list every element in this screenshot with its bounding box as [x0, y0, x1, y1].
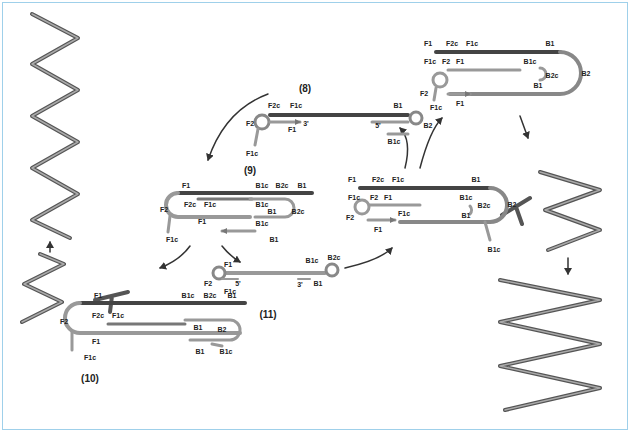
sequence-label: F1c — [83, 354, 97, 362]
sequence-label: F1c — [391, 176, 405, 184]
sequence-label: B1 — [545, 40, 556, 48]
sequence-label: 5' — [374, 122, 382, 130]
sequence-label: B1 — [269, 236, 280, 244]
sequence-label: F1c — [289, 102, 303, 110]
sequence-label: B1 — [313, 280, 324, 288]
sequence-label: B2c — [275, 182, 290, 190]
sequence-label: F2c — [445, 40, 459, 48]
sequence-label: F1 — [347, 176, 357, 184]
sequence-label: F1c — [397, 210, 411, 218]
frame — [2, 2, 628, 430]
sequence-label: F2 — [419, 90, 429, 98]
sequence-label: F2 — [369, 194, 379, 202]
sequence-label: F2c — [183, 201, 197, 209]
sequence-label: F2 — [59, 318, 69, 326]
sequence-label: B1 — [195, 348, 206, 356]
sequence-label: B2 — [423, 122, 434, 130]
sequence-label: B1 — [471, 176, 482, 184]
step-number: (9) — [243, 165, 257, 176]
sequence-label: F1c — [203, 201, 217, 209]
sequence-label: B1 — [393, 102, 404, 110]
sequence-label: 5' — [234, 280, 242, 288]
sequence-label: B1c — [459, 194, 474, 202]
sequence-label: F1 — [181, 182, 191, 190]
sequence-label: B1 — [297, 182, 308, 190]
sequence-label: F1c — [465, 40, 479, 48]
sequence-label: 3' — [302, 120, 310, 128]
sequence-label: F1 — [373, 226, 383, 234]
sequence-label: F1c — [165, 236, 179, 244]
sequence-label: F2c — [91, 312, 105, 320]
sequence-label: B1c — [255, 201, 270, 209]
sequence-label: F2 — [245, 120, 255, 128]
sequence-label: F2 — [441, 58, 451, 66]
sequence-label: F1c — [111, 312, 125, 320]
sequence-label: B2c — [291, 208, 306, 216]
sequence-label: B1c — [387, 138, 402, 146]
sequence-label: B2 — [507, 201, 518, 209]
sequence-label: B2c — [545, 72, 560, 80]
sequence-label: B2c — [477, 202, 492, 210]
step-number: (8) — [298, 83, 312, 94]
sequence-label: B1 — [461, 212, 472, 220]
sequence-label: F1c — [223, 288, 237, 296]
sequence-label: F1 — [223, 261, 233, 269]
sequence-label: B1 — [533, 82, 544, 90]
sequence-label: F1 — [423, 40, 433, 48]
sequence-label: F1c — [429, 104, 443, 112]
sequence-label: B1c — [255, 220, 270, 228]
sequence-label: B1c — [305, 257, 320, 265]
sequence-label: F2 — [159, 206, 169, 214]
sequence-label: B1c — [219, 348, 234, 356]
step-number: (11) — [258, 309, 277, 320]
sequence-label: F1 — [287, 126, 297, 134]
step-number: (10) — [80, 373, 100, 384]
sequence-label: F1 — [93, 292, 103, 300]
sequence-label: F1c — [423, 58, 437, 66]
sequence-label: B1c — [523, 58, 538, 66]
sequence-label: B1c — [181, 292, 196, 300]
sequence-label: B2c — [203, 292, 218, 300]
sequence-label: F2 — [203, 280, 213, 288]
sequence-label: F1c — [245, 150, 259, 158]
sequence-label: B1 — [267, 208, 278, 216]
sequence-label: F2c — [371, 176, 385, 184]
sequence-label: B2 — [581, 70, 592, 78]
sequence-label: F1 — [91, 338, 101, 346]
sequence-label: B1c — [487, 246, 502, 254]
sequence-label: F1 — [455, 100, 465, 108]
sequence-label: B2 — [217, 326, 228, 334]
sequence-label: B1 — [193, 324, 204, 332]
sequence-label: B2c — [327, 254, 342, 262]
sequence-label: 3' — [296, 281, 304, 289]
sequence-label: F2 — [345, 214, 355, 222]
sequence-label: F1 — [455, 58, 465, 66]
sequence-label: F1c — [347, 194, 361, 202]
sequence-label: F2c — [267, 102, 281, 110]
sequence-label: F1 — [383, 194, 393, 202]
sequence-label: B1c — [255, 182, 270, 190]
sequence-label: F1 — [197, 218, 207, 226]
